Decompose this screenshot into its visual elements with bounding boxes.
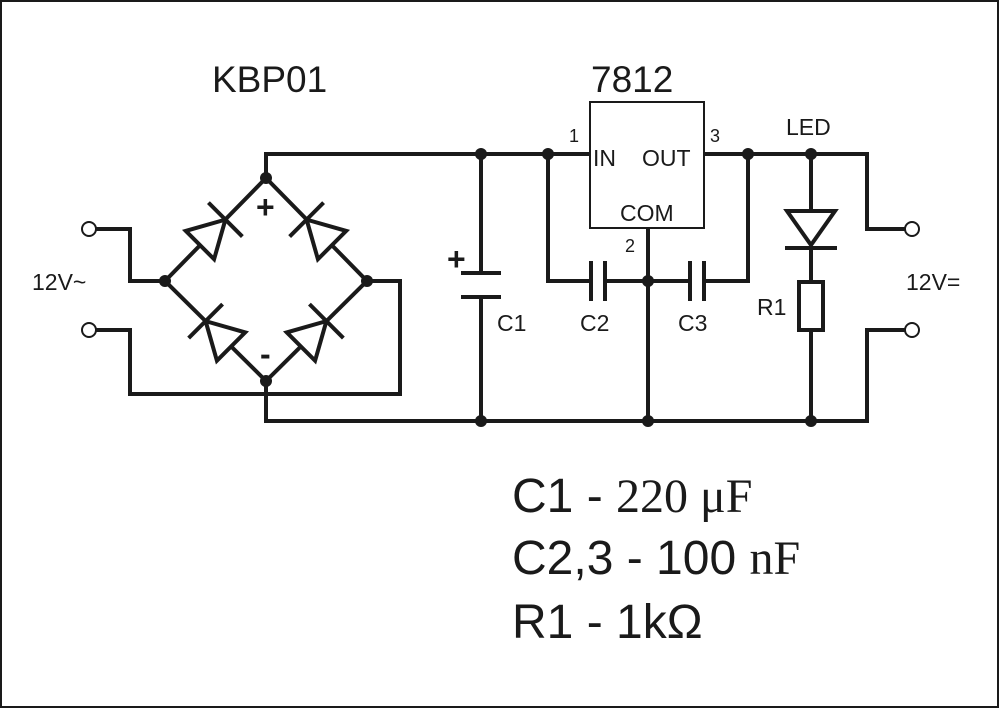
regulator-pin-2: 2: [625, 236, 635, 256]
capacitor-c2: [589, 261, 607, 301]
bridge-plus-label: +: [256, 189, 275, 225]
regulator-pin-com: COM: [620, 200, 674, 226]
input-terminal-bottom: [81, 322, 97, 338]
diode-d2: [288, 201, 351, 264]
bom-line-c23: C2,3 - 100 nF: [512, 532, 800, 585]
input-voltage-label: 12V~: [32, 269, 86, 295]
diode-d3: [187, 302, 250, 365]
regulator-pin-out: OUT: [642, 145, 691, 171]
c3-label: C3: [678, 310, 707, 336]
regulator-pin-in: IN: [593, 145, 616, 171]
regulator-pin-1: 1: [569, 126, 579, 146]
bridge-diodes: [162, 175, 370, 384]
diode-d1: [181, 201, 244, 264]
output-terminal-bottom: [904, 322, 920, 338]
capacitor-c1: [461, 271, 501, 299]
input-terminal-top: [81, 221, 97, 237]
bom-line-c23-unit: nF: [749, 532, 800, 585]
led-label: LED: [786, 114, 831, 140]
c1-plus-label: +: [447, 241, 466, 277]
c2-label: C2: [580, 310, 609, 336]
led-symbol: [783, 209, 839, 250]
resistor-r1-body: [797, 280, 825, 332]
output-voltage-label: 12V=: [906, 269, 960, 295]
regulator-7812-body: [589, 101, 705, 229]
bom-line-c1-ref: C1 -: [512, 470, 616, 523]
bom-line-c1-value: 220 μF: [616, 470, 752, 523]
capacitor-c3: [688, 261, 706, 301]
bridge-label: KBP01: [212, 59, 327, 100]
terminals: [81, 221, 920, 338]
output-terminal-top: [904, 221, 920, 237]
c1-label: C1: [497, 310, 526, 336]
bom-line-c1: C1 - 220 μF: [512, 470, 752, 523]
bom-line-r1: R1 - 1kΩ: [512, 596, 703, 649]
regulator-label: 7812: [591, 59, 673, 100]
diode-d4: [282, 302, 345, 365]
bridge-minus-label: -: [260, 336, 271, 372]
wires: [95, 152, 906, 423]
bom-line-c23-ref: C2,3 - 100: [512, 532, 749, 585]
r1-label: R1: [757, 294, 786, 320]
junction-dots: [159, 148, 817, 427]
regulator-pin-3: 3: [710, 126, 720, 146]
